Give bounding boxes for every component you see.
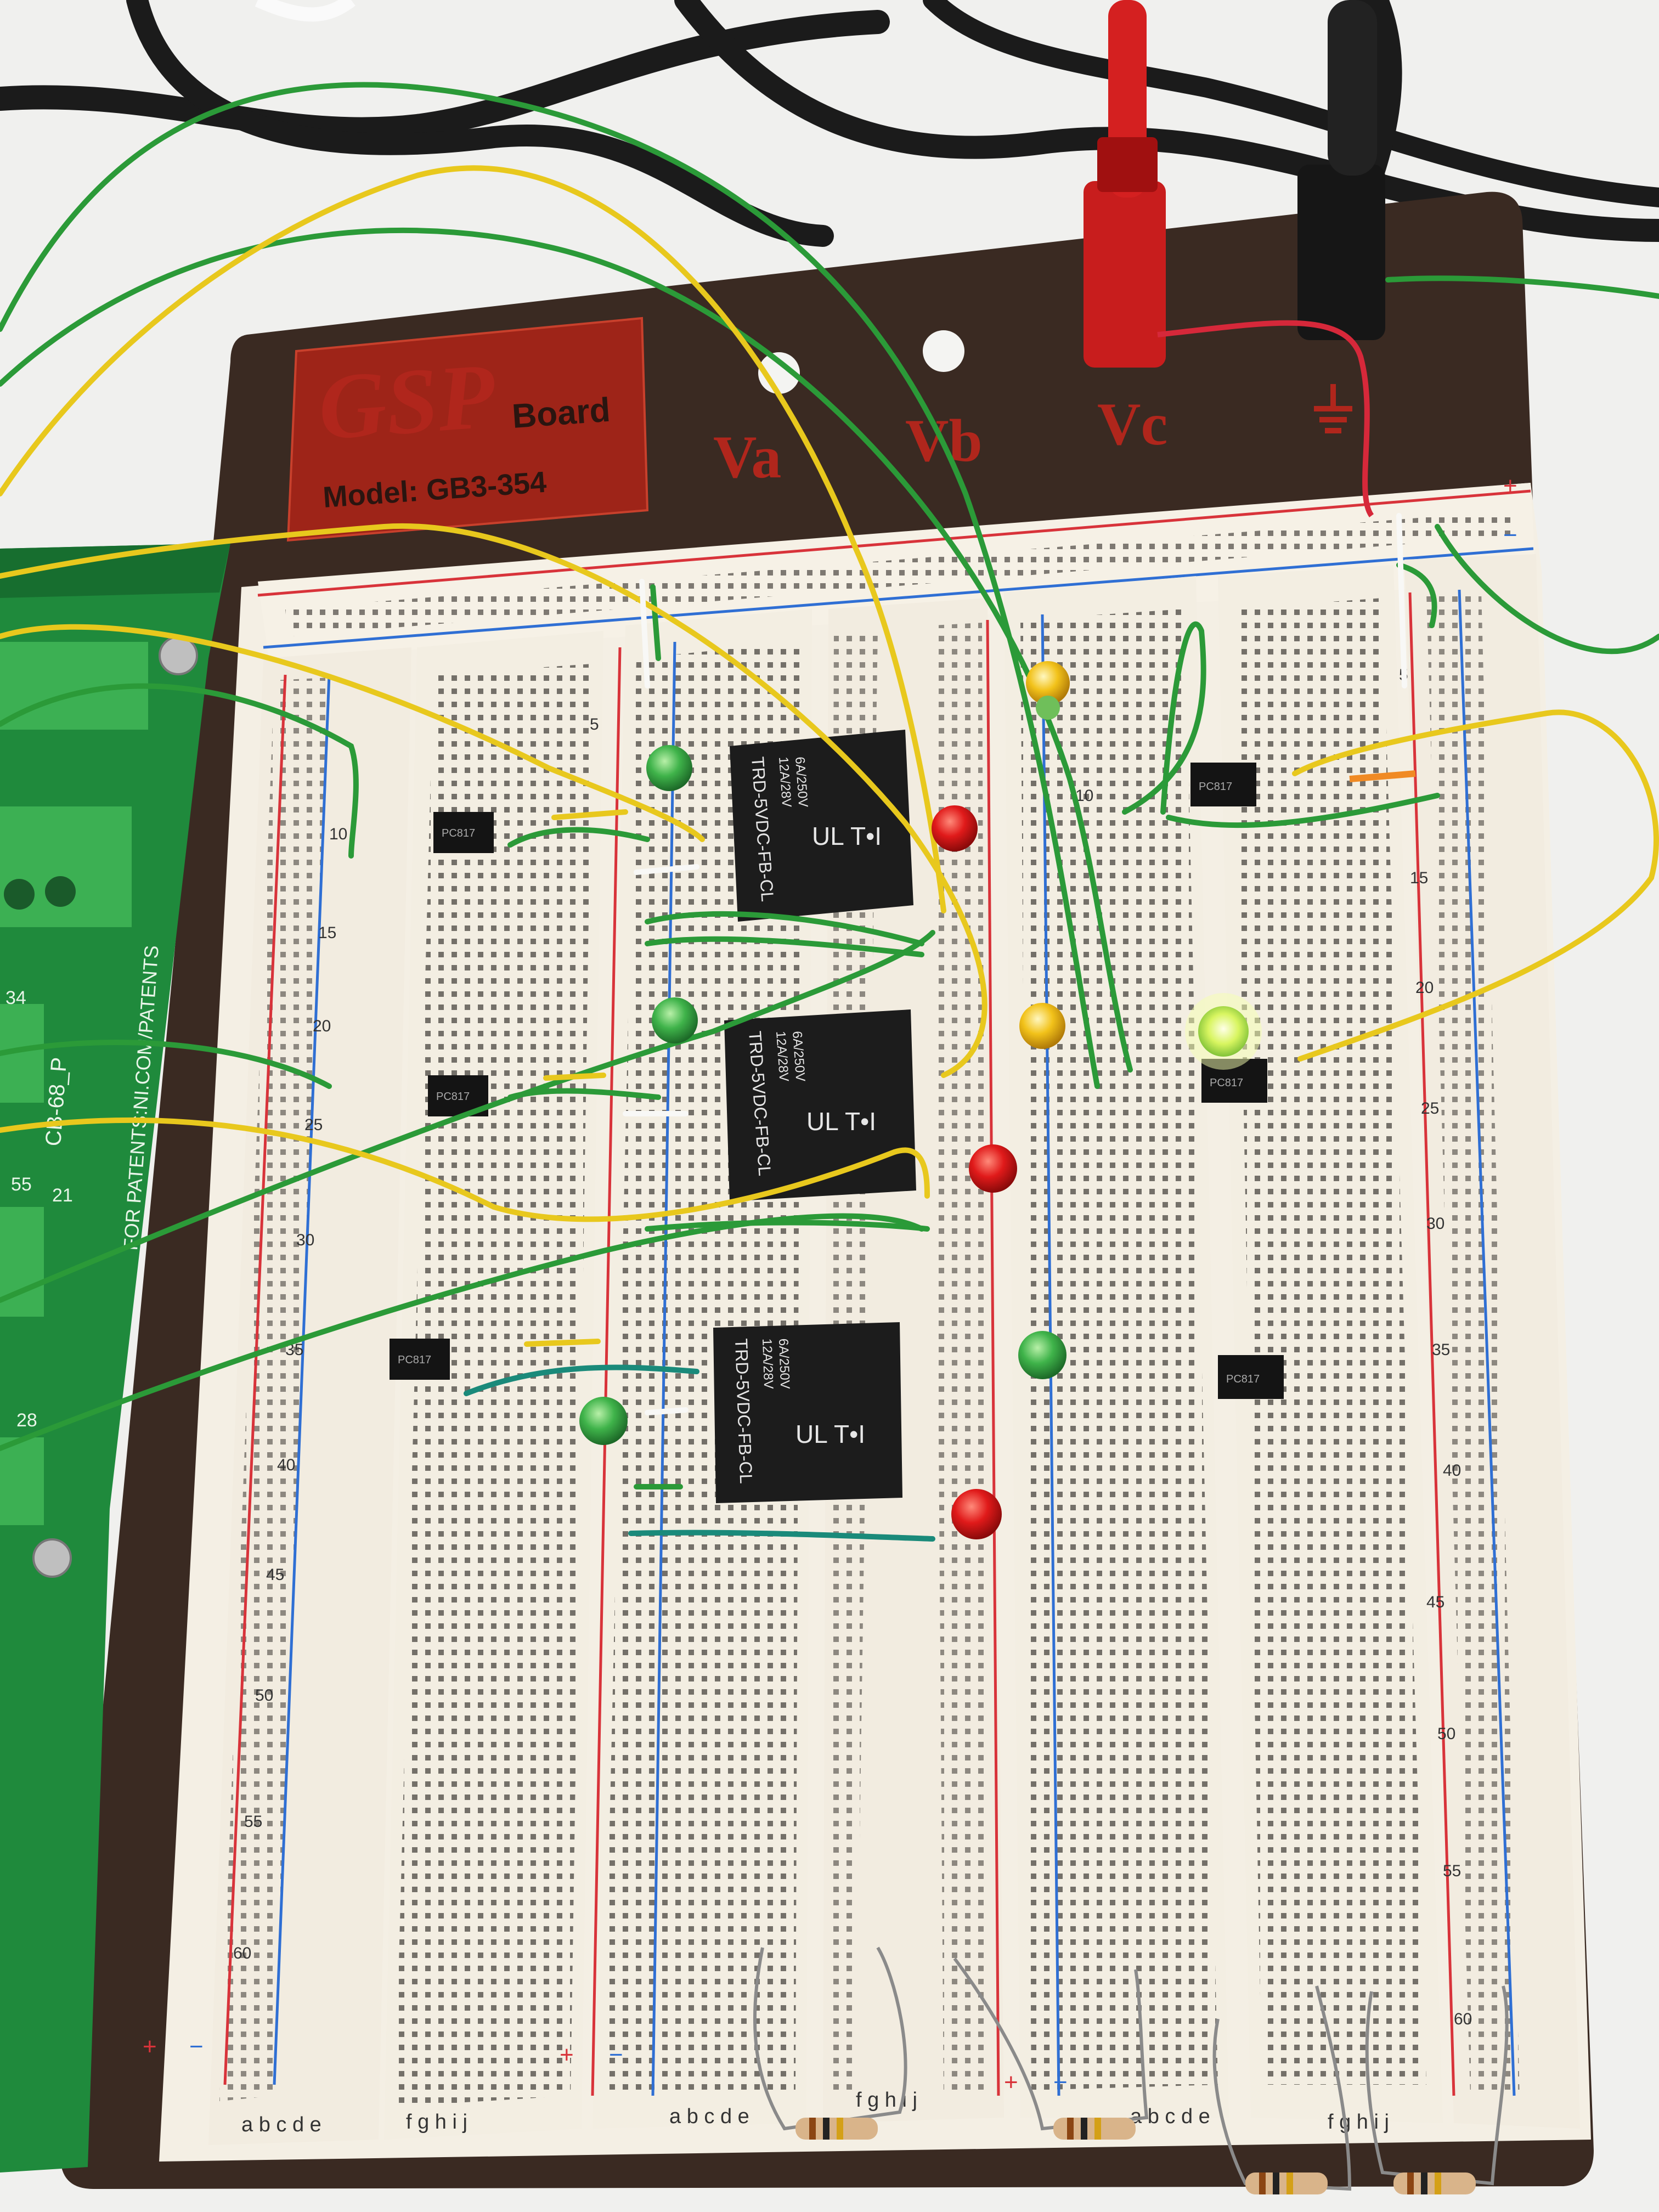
- row-number: 20: [1415, 979, 1434, 997]
- optocoupler: PC817: [390, 1339, 450, 1380]
- ul-logo-text: UL: [795, 1420, 828, 1448]
- relay-rating-text: 6A/250V: [792, 757, 810, 808]
- rail-plus-sign: +: [1004, 2069, 1018, 2096]
- ground-symbol: [1314, 384, 1352, 433]
- resistor-body: [1245, 2172, 1328, 2194]
- optocoupler-label: PC817: [1199, 781, 1232, 793]
- relay-2: TRD-5VDC-FB-CL 12A/28V 6A/250V UL T•I: [724, 1009, 916, 1201]
- rail-plus-sign: +: [1503, 472, 1517, 499]
- led-green: [1018, 1331, 1066, 1379]
- row-number: 55: [244, 1813, 262, 1831]
- rail-minus-sign: −: [1503, 522, 1517, 549]
- red-power-wire: [1157, 320, 1374, 517]
- rail-plus-sign: +: [560, 2041, 574, 2068]
- optocoupler-label: PC817: [1226, 1373, 1260, 1385]
- row-number: 10: [329, 825, 347, 843]
- relay-rating-text: 12A/28V: [773, 1031, 791, 1082]
- row-number: 45: [1426, 1593, 1444, 1611]
- white-cable: [255, 0, 356, 22]
- screw-icon: [159, 636, 198, 675]
- column-letters-right: f g h i j: [406, 2111, 467, 2134]
- optocoupler-label: PC817: [398, 1354, 431, 1366]
- resistor-body: [795, 2118, 878, 2140]
- relay-brand-mark: T•I: [834, 1420, 865, 1448]
- led-red: [932, 805, 978, 851]
- relay-brand-mark: T•I: [850, 822, 882, 850]
- resistor-body: [1393, 2172, 1476, 2194]
- relay-1: TRD-5VDC-FB-CL 12A/28V 6A/250V UL T•I: [730, 730, 913, 922]
- row-number: 45: [266, 1566, 284, 1584]
- relay-rating-text: 12A/28V: [759, 1338, 776, 1389]
- row-number: 35: [1432, 1341, 1450, 1359]
- pcb-pin-label: 21: [52, 1185, 73, 1206]
- rail-label-va: Va: [713, 424, 781, 490]
- row-number: 20: [313, 1017, 331, 1035]
- green-jumper-wires: [0, 82, 1659, 1542]
- column-letters-right: f g h i j: [856, 2089, 917, 2112]
- ul-logo-text: UL: [812, 822, 844, 850]
- rail-minus-sign: −: [189, 2033, 204, 2060]
- rail-plus-sign: +: [143, 2033, 157, 2060]
- optocoupler-label: PC817: [1210, 1077, 1243, 1089]
- relay-rating-text: 6A/250V: [789, 1031, 808, 1082]
- orange-jumper-wire: [1349, 770, 1416, 782]
- row-number: 50: [1437, 1725, 1455, 1743]
- led-yellow: [1026, 661, 1070, 720]
- optocoupler: PC817: [1218, 1355, 1284, 1399]
- relay-rating-text: 12A/28V: [776, 757, 794, 808]
- row-number: 15: [1410, 869, 1428, 887]
- brand-logo-box: GSP Board Model: GB3-354: [286, 317, 649, 542]
- relay-3: TRD-5VDC-FB-CL 12A/28V 6A/250V UL T•I: [713, 1322, 902, 1503]
- black-binding-post[interactable]: [1297, 0, 1385, 340]
- row-number: 40: [277, 1456, 295, 1474]
- red-binding-post[interactable]: [1084, 0, 1166, 368]
- pcb-pin-label: 28: [16, 1410, 37, 1431]
- optocoupler: PC817: [433, 812, 494, 853]
- led-red: [969, 1144, 1017, 1193]
- column-letters-left: a b c d e: [241, 2113, 321, 2136]
- row-numbers: 5 10 15 20 25 30 35 40 45 50 55 60 5 10 …: [233, 666, 1472, 2028]
- row-number: 60: [233, 1944, 251, 1962]
- led-green: [579, 1397, 628, 1445]
- screw-icon: [32, 1538, 72, 1578]
- column-letters: a b c d e f g h i j a b c d e f g h i j …: [143, 472, 1517, 2136]
- row-number: 30: [296, 1231, 314, 1249]
- led-green: [646, 745, 692, 791]
- relay-rating-text: 6A/250V: [776, 1338, 792, 1389]
- row-number: 40: [1443, 1462, 1461, 1480]
- optocoupler: PC817: [1190, 763, 1256, 806]
- rail-minus-sign: −: [609, 2041, 623, 2068]
- resistor-body: [1053, 2118, 1136, 2140]
- row-number: 25: [1421, 1099, 1439, 1118]
- resistors: [753, 1946, 1509, 2191]
- row-number: 30: [1426, 1215, 1444, 1233]
- column-letters-right: f g h i j: [1328, 2111, 1389, 2134]
- row-number: 15: [318, 924, 336, 942]
- pcb-pin-label: 34: [5, 988, 26, 1008]
- brand-logo-text: GSP: [315, 344, 499, 459]
- led-yellow: [1019, 1003, 1065, 1049]
- row-number: 5: [590, 715, 599, 733]
- pcb-pin-label: 55: [11, 1174, 32, 1195]
- brand-suffix: Board: [511, 391, 612, 436]
- yellow-jumper-wires: [0, 165, 1659, 1347]
- led-lit-yellow-green: [1185, 993, 1262, 1070]
- optocoupler-label: PC817: [436, 1091, 470, 1103]
- white-jumper-wires: [623, 513, 1407, 1415]
- rail-label-vc: Vc: [1097, 391, 1167, 458]
- row-number: 60: [1454, 2010, 1472, 2028]
- column-letters-left: a b c d e: [669, 2105, 749, 2128]
- row-number: 55: [1443, 1862, 1461, 1880]
- relay-brand-mark: T•I: [845, 1107, 876, 1136]
- screw-terminal-block: [0, 1437, 44, 1525]
- ul-logo-text: UL: [806, 1107, 839, 1136]
- row-number: 50: [255, 1686, 273, 1705]
- optocoupler-label: PC817: [442, 827, 475, 839]
- led-red: [951, 1489, 1002, 1539]
- rail-minus-sign: −: [1053, 2069, 1068, 2096]
- row-number: 25: [304, 1116, 323, 1134]
- led-green: [652, 997, 698, 1043]
